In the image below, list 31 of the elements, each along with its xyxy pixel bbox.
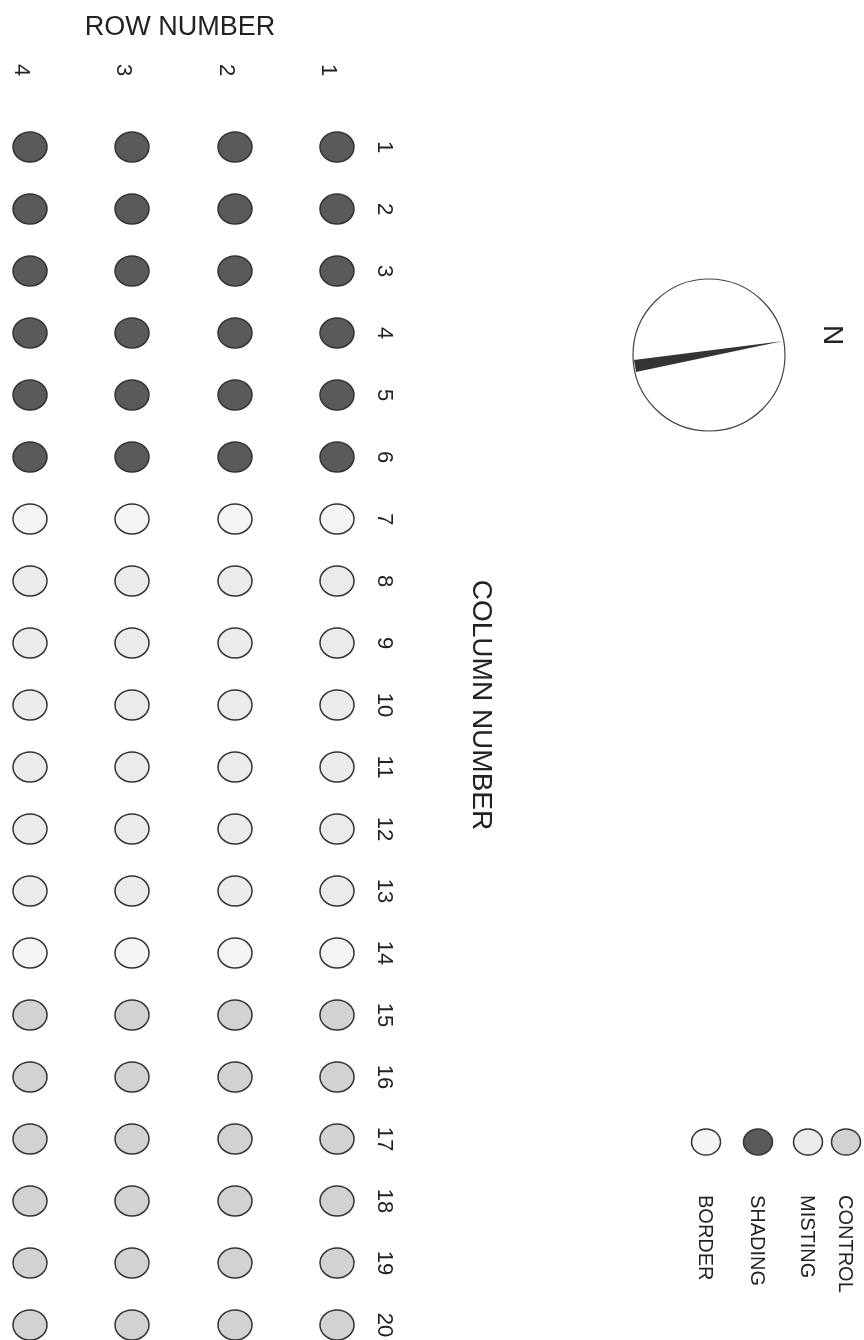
column-number: 13: [374, 878, 396, 904]
axis-title: COLUMN NUMBER: [468, 579, 496, 831]
column-number: 5: [374, 388, 396, 402]
column-number: 3: [374, 264, 396, 278]
legend-label: CONTROL: [836, 1195, 856, 1293]
row-number: 3: [113, 63, 135, 77]
north-label: N: [819, 324, 847, 346]
column-number: 17: [374, 1126, 396, 1152]
column-number: 1: [374, 140, 396, 154]
legend-label: SHADING: [748, 1195, 768, 1287]
column-number: 2: [374, 202, 396, 216]
axis-title: ROW NUMBER: [84, 12, 276, 40]
row-number: 4: [11, 63, 33, 77]
column-number: 15: [374, 1002, 396, 1028]
column-number: 14: [374, 940, 396, 966]
column-number: 4: [374, 326, 396, 340]
column-number: 11: [374, 755, 396, 779]
column-number: 16: [374, 1064, 396, 1090]
column-number: 8: [374, 574, 396, 588]
legend-label: MISTING: [798, 1195, 818, 1279]
column-number: 19: [374, 1250, 396, 1276]
column-number: 10: [374, 692, 396, 718]
legend-label: BORDER: [696, 1195, 716, 1281]
column-number: 18: [374, 1188, 396, 1214]
column-number: 12: [374, 816, 396, 842]
row-number: 1: [318, 63, 340, 77]
column-number: 20: [374, 1312, 396, 1338]
row-number: 2: [216, 63, 238, 77]
column-number: 6: [374, 450, 396, 464]
column-number: 7: [374, 512, 396, 526]
column-number: 9: [374, 636, 396, 650]
